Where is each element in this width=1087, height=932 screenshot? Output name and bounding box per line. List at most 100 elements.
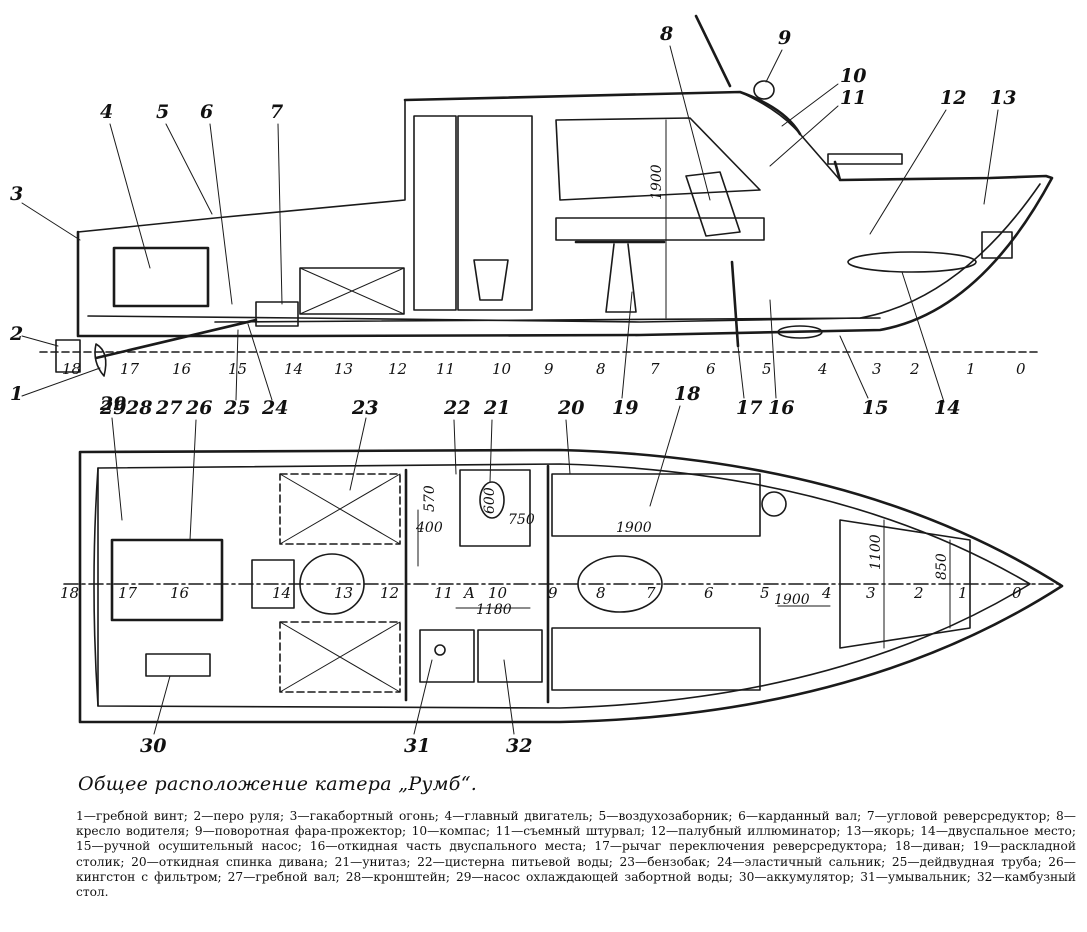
main-engine [112,246,210,308]
anchor-locker [299,553,365,615]
plan-station-0: 0 [1012,584,1022,602]
side-station-9: 9 [544,360,554,378]
side-station-5: 5 [762,360,772,378]
side-station-3: 3 [872,360,882,378]
plan-station-18: 18 [60,584,79,602]
callout-19: 19 [612,397,638,419]
plan-station-4: 4 [821,584,832,602]
callout-2: 2 [9,323,23,345]
side-station-15: 15 [228,360,247,378]
callout-6: 6 [200,101,213,123]
callout-1: 1 [10,383,23,405]
side-station-8: 8 [596,360,606,378]
dim-1900-cabin: 1900 [616,520,652,536]
cabin-roof [403,90,802,136]
wardrobe [413,115,457,311]
plan-station-2: 2 [913,584,924,602]
deck-hatch [827,153,903,165]
plan-station-9: 9 [548,584,558,602]
galley-table [477,629,543,683]
battery [145,653,211,677]
folding-table-leg [605,243,637,313]
plan-station-11: 11 [434,584,453,602]
plan-station-1: 1 [958,584,968,602]
callout-plan-14: 14 [934,397,960,419]
reverse-gearbox [255,301,299,327]
side-station-18: 18 [62,360,81,378]
side-station-13: 13 [334,360,353,378]
steering-wheel [761,491,787,517]
callout-13: 13 [990,87,1016,109]
cabin-floor [214,317,881,323]
callout-plan-20: 20 [557,397,584,419]
figure-legend: 1—гребной винт; 2—перо руля; 3—гакабортн… [76,809,1076,900]
figure-caption: Общее расположение катера „Румб“. [78,773,478,795]
dim-850: 850 [934,553,950,580]
plan-station-13: 13 [334,584,353,602]
side-station-7: 7 [650,360,660,378]
callout-25: 25 [223,397,250,419]
callout-7: 7 [270,101,283,123]
plan-station-16: 16 [170,584,190,602]
plan-hull-outline [78,448,1064,724]
side-station-1: 1 [966,360,976,378]
callout-plan-30: 30 [140,735,166,757]
plan-station-14: 14 [272,584,291,602]
toilet-bowl [479,481,505,519]
dim-1100: 1100 [868,534,884,570]
plan-station-12: 12 [380,584,399,602]
callout-4: 4 [100,101,113,123]
hull-outline [76,160,1054,338]
side-station-4: 4 [817,360,828,378]
plan-station-3: 3 [866,584,876,602]
callout-8: 8 [659,23,673,45]
dim-1180: 1180 [476,602,512,618]
plan-callouts: 29 26 23 22 21 20 18 14 30 31 32 [99,383,960,757]
side-station-6: 6 [706,360,716,378]
callout-9: 9 [778,27,791,49]
side-callouts: 3 4 5 6 7 8 9 10 11 12 13 1 2 [9,23,1016,521]
plan-station-8: 8 [596,584,606,602]
sofa [555,217,765,241]
toilet-compartment [457,115,533,311]
rudder [55,339,81,373]
sofa-port [551,473,761,537]
dim-570: 570 [422,485,438,512]
gearbox-plan [251,559,295,609]
callout-28: 28 [125,397,152,419]
driver-seat [685,171,741,237]
fuel-tank-starboard [279,621,401,693]
callout-17: 17 [736,397,762,419]
engine-plan [110,538,224,622]
toilet-room [459,469,531,547]
propeller [94,343,107,377]
side-station-0: 0 [1016,360,1026,378]
double-berth [847,251,977,273]
callout-plan-26: 26 [185,397,212,419]
callout-plan-21: 21 [483,397,510,419]
callout-29: 29 [99,397,126,419]
callout-plan-32: 32 [506,735,532,757]
mast [694,14,732,88]
side-station-16: 16 [172,360,192,378]
callout-plan-23: 23 [351,397,378,419]
toilet [473,259,509,301]
plan-station-7: 7 [646,584,656,602]
windshield [555,117,761,201]
side-station-12: 12 [388,360,407,378]
side-station-17: 17 [120,360,140,378]
plan-view: 570 400 600 750 1900 1180 1900 1100 850 … [60,383,1064,757]
callout-16: 16 [768,397,794,419]
searchlight [753,80,775,100]
section-mark-a: A [462,584,475,602]
plan-station-10: 10 [488,584,508,602]
side-station-11: 11 [436,360,455,378]
plan-station-17: 17 [118,584,138,602]
plan-station-6: 6 [704,584,714,602]
side-station-2: 2 [909,360,920,378]
sofa-starboard [551,627,761,691]
